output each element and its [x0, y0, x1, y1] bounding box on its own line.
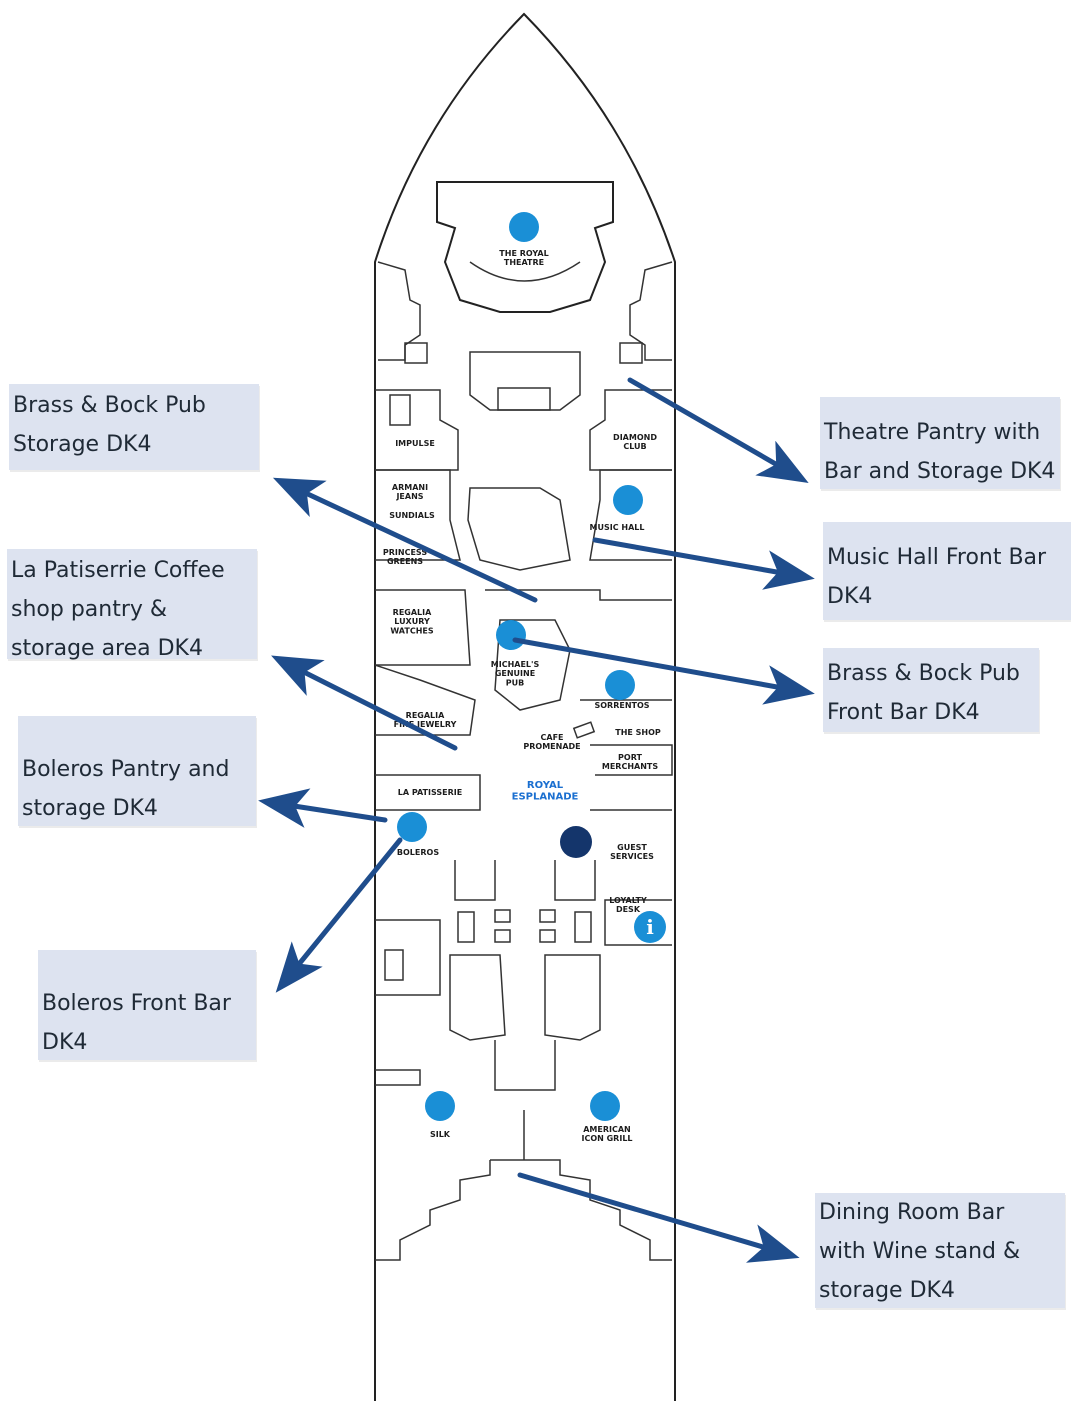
label-music-hall: MUSIC HALL: [590, 523, 645, 532]
michaels-pub-icon: [496, 620, 526, 650]
music-hall-icon: [613, 485, 643, 515]
callout-dining-room: Dining Room Bar with Wine stand & storag…: [815, 1193, 1065, 1308]
hull-outline: [374, 12, 676, 1401]
guest-services-icon: [560, 826, 592, 858]
aft-dining: [375, 1069, 672, 1261]
callout-boleros-front: Boleros Front Bar DK4: [38, 950, 256, 1060]
boleros-icon: [397, 812, 427, 842]
callout-boleros-pantry: Boleros Pantry and storage DK4: [18, 716, 256, 826]
silk-icon: [425, 1091, 455, 1121]
arrow-boleros-front: [275, 837, 403, 993]
upper-rooms: [374, 389, 673, 811]
label-the-shop: THE SHOP: [615, 728, 661, 737]
theatre-structure: [377, 181, 673, 411]
callout-theatre-pantry: Theatre Pantry with Bar and Storage DK4: [820, 397, 1060, 489]
callout-brass-bock-storage: Brass & Bock Pub Storage DK4: [9, 384, 259, 470]
arrow-brass-bock-storage: [272, 477, 538, 603]
label-silk: SILK: [430, 1130, 451, 1139]
label-la-patisserie: LA PATISSERIE: [398, 788, 462, 797]
arrow-music-hall: [592, 537, 815, 590]
label-impulse: IMPULSE: [395, 439, 435, 448]
arrow-brass-bock-front: [512, 637, 815, 705]
central-stairs: [375, 860, 672, 1091]
arrow-patisserie: [271, 655, 458, 751]
arrow-boleros-pantry: [258, 788, 388, 828]
svg-text:i: i: [646, 915, 654, 939]
label-sorrento: SORRENTOS: [594, 701, 649, 710]
callout-patisserie: La Patiserrie Coffee shop pantry & stora…: [7, 549, 257, 661]
sorrento-icon: [605, 670, 635, 700]
american-icon-grill-icon: [590, 1091, 620, 1121]
callout-brass-bock-front: Brass & Bock Pub Front Bar DK4: [823, 648, 1039, 732]
theatre-icon: [509, 212, 539, 242]
label-boleros: BOLEROS: [397, 848, 439, 857]
callout-arrows: [258, 377, 815, 1263]
arrow-dining-room: [517, 1172, 800, 1263]
arrow-theatre-pantry: [627, 377, 809, 483]
venue-icons: i: [397, 212, 666, 1121]
info-icon: [634, 911, 666, 943]
label-sundials: SUNDIALS: [389, 511, 435, 520]
callout-music-hall: Music Hall Front Bar DK4: [823, 522, 1071, 620]
